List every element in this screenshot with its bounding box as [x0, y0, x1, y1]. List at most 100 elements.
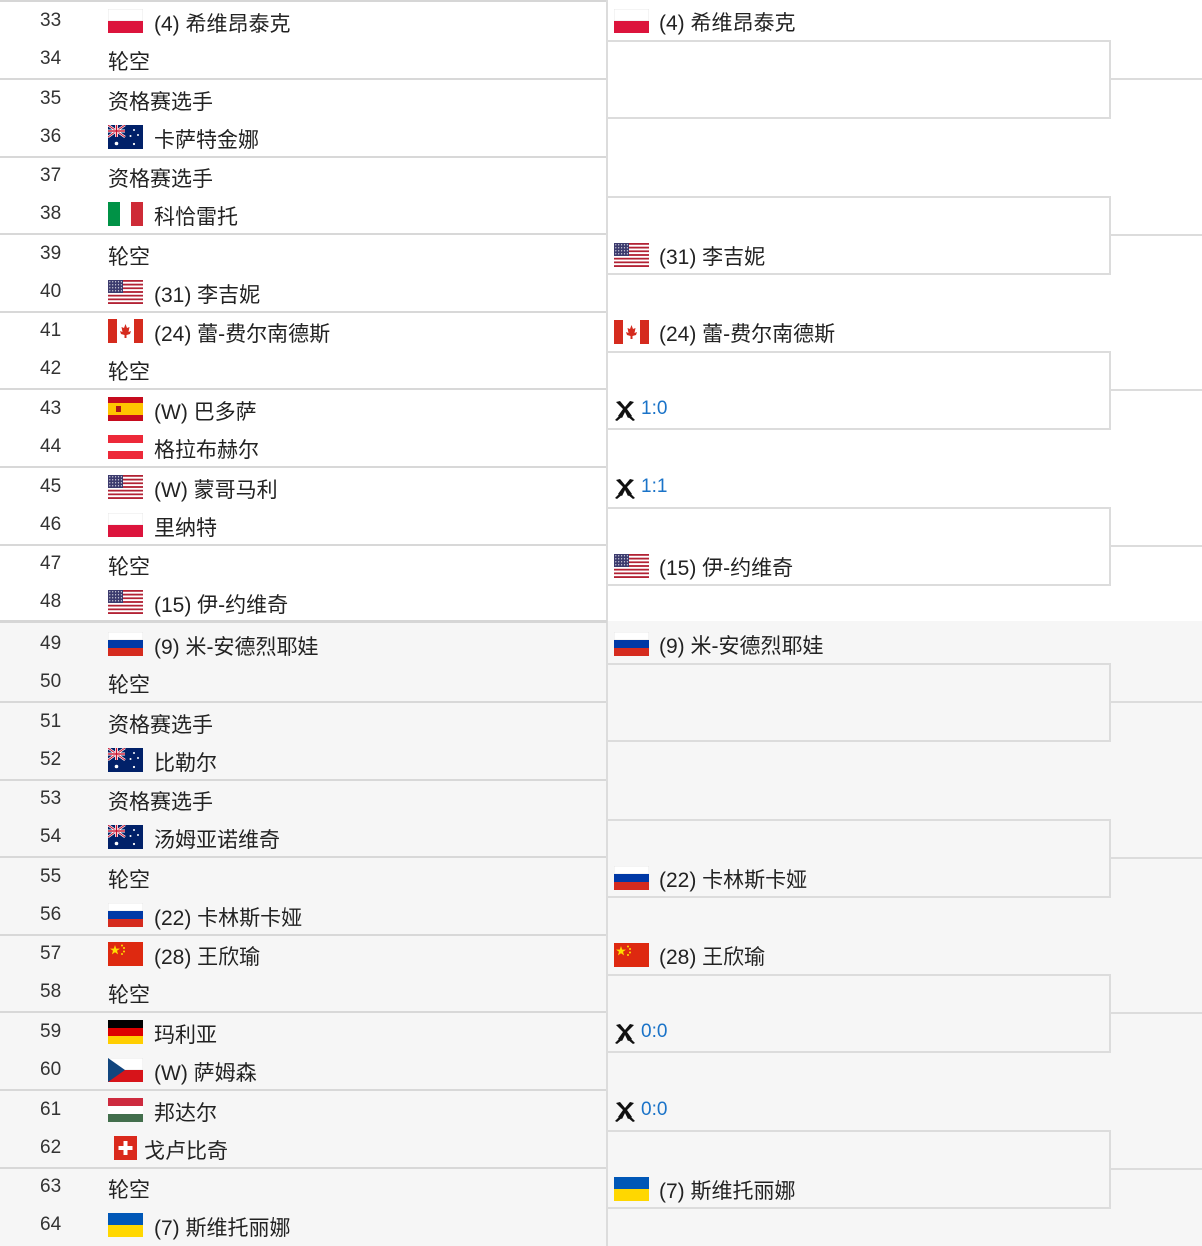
- player-name[interactable]: (4) 希维昂泰克: [659, 12, 796, 35]
- flag-icon-usa: [108, 590, 143, 615]
- player-name[interactable]: (15) 伊-约维奇: [659, 556, 794, 580]
- player-name[interactable]: (9) 米-安德烈耶娃: [659, 635, 824, 658]
- player-name[interactable]: (W) 蒙哥马利: [154, 478, 278, 502]
- player-name[interactable]: 轮空: [108, 245, 150, 269]
- draw-slot-56[interactable]: 56(22) 卡林斯卡娅: [0, 896, 606, 934]
- player-name[interactable]: (28) 王欣瑜: [659, 946, 766, 970]
- draw-slot-40[interactable]: 40(31) 李吉妮: [0, 273, 606, 311]
- draw-slot-44[interactable]: 44 格拉布赫尔: [0, 428, 606, 466]
- player-name[interactable]: 汤姆亚诺维奇: [154, 829, 280, 853]
- player-name[interactable]: (31) 李吉妮: [659, 245, 766, 269]
- player-name[interactable]: 邦达尔: [154, 1101, 217, 1125]
- flag-icon-rus: [108, 632, 143, 656]
- player-name[interactable]: (28) 王欣瑜: [154, 946, 261, 970]
- player-name[interactable]: (7) 斯维托丽娜: [659, 1179, 796, 1203]
- draw-slot-48[interactable]: 48 (15) 伊-约维奇: [0, 583, 606, 621]
- draw-slot-54[interactable]: 54 汤姆亚诺维奇: [0, 818, 606, 856]
- player-name[interactable]: 轮空: [108, 674, 150, 697]
- slot-number: 57: [40, 943, 62, 965]
- bracket-link-line: [1111, 545, 1202, 548]
- slot-number: 55: [40, 865, 62, 887]
- score-text: 1:1: [641, 476, 668, 498]
- draw-slot-51[interactable]: 51 资格赛选手: [0, 703, 606, 741]
- flag-icon-usa: [614, 242, 649, 267]
- player-name[interactable]: (15) 伊-约维奇: [154, 594, 289, 618]
- draw-slot-55[interactable]: 55 轮空: [0, 858, 606, 896]
- player-name[interactable]: 格拉布赫尔: [154, 439, 259, 462]
- player-name[interactable]: 轮空: [108, 361, 150, 385]
- slot-number: 51: [40, 710, 62, 732]
- player-name[interactable]: 资格赛选手: [108, 713, 213, 737]
- player-name[interactable]: 资格赛选手: [108, 168, 213, 192]
- slot-number: 44: [40, 436, 62, 457]
- player-name[interactable]: 玛利亚: [154, 1024, 217, 1047]
- draw-slot-45[interactable]: 45(W) 蒙哥马利: [0, 468, 606, 506]
- bracket-connector: [607, 195, 1111, 275]
- draw-slot-49[interactable]: 49(9) 米-安德烈耶娃: [0, 625, 606, 663]
- player-name[interactable]: (22) 卡林斯卡娅: [659, 868, 808, 892]
- player-name[interactable]: (9) 米-安德烈耶娃: [154, 636, 319, 659]
- player-name[interactable]: (W) 萨姆森: [154, 1062, 257, 1085]
- draw-slot-57[interactable]: 57 (28) 王欣瑜: [0, 935, 606, 973]
- player-name[interactable]: 资格赛选手: [108, 791, 213, 815]
- flag-icon-rus: [614, 865, 649, 890]
- flag-icon-ukr: [614, 1176, 649, 1201]
- draw-slot-43[interactable]: 43(W) 巴多萨: [0, 390, 606, 428]
- versus-icon: [614, 1100, 636, 1123]
- player-name[interactable]: 比勒尔: [154, 751, 217, 775]
- draw-slot-41[interactable]: 41(24) 蕾-费尔南德斯: [0, 312, 606, 350]
- flag-icon-aus: [108, 825, 143, 850]
- bracket-connector: [607, 662, 1111, 742]
- player-name[interactable]: 卡萨特金娜: [154, 128, 259, 152]
- versus-icon: [614, 399, 636, 422]
- flag-icon-pol: [108, 9, 143, 33]
- player-name[interactable]: (31) 李吉妮: [154, 283, 261, 307]
- pair-separator: [0, 310, 606, 313]
- bracket-link-line: [1111, 700, 1202, 703]
- player-name[interactable]: 轮空: [108, 556, 150, 580]
- player-name[interactable]: (24) 蕾-费尔南德斯: [659, 323, 836, 347]
- draw-slot-64[interactable]: 64(7) 斯维托丽娜: [0, 1206, 606, 1244]
- draw-slot-60[interactable]: 60(W) 萨姆森: [0, 1051, 606, 1089]
- player-name[interactable]: 里纳特: [154, 516, 217, 540]
- score-text: 1:0: [641, 398, 668, 420]
- draw-slot-33[interactable]: 33(4) 希维昂泰克: [0, 2, 606, 40]
- player-name[interactable]: (W) 巴多萨: [154, 401, 257, 424]
- flag-icon-usa: [108, 279, 143, 304]
- player-name[interactable]: 资格赛选手: [108, 90, 213, 114]
- slot-number: 54: [40, 826, 62, 848]
- player-name[interactable]: (22) 卡林斯卡娅: [154, 906, 303, 930]
- player-name[interactable]: 科恰雷托: [154, 206, 238, 230]
- section-divider: [0, 620, 607, 623]
- player-name[interactable]: 轮空: [108, 51, 150, 74]
- player-name[interactable]: 轮空: [108, 868, 150, 892]
- player-name[interactable]: (4) 希维昂泰克: [154, 13, 291, 36]
- pair-separator: [0, 856, 606, 859]
- flag-icon-hun: [108, 1097, 143, 1122]
- player-name[interactable]: (24) 蕾-费尔南德斯: [154, 323, 331, 347]
- player-name[interactable]: (7) 斯维托丽娜: [154, 1217, 291, 1241]
- player-name[interactable]: 戈卢比奇: [144, 1139, 228, 1163]
- player-name[interactable]: 轮空: [108, 984, 150, 1008]
- slot-number: 48: [40, 591, 62, 613]
- player-name[interactable]: 轮空: [108, 1179, 150, 1203]
- bracket-link-line: [1111, 1012, 1202, 1015]
- bracket-link-line: [1111, 389, 1202, 392]
